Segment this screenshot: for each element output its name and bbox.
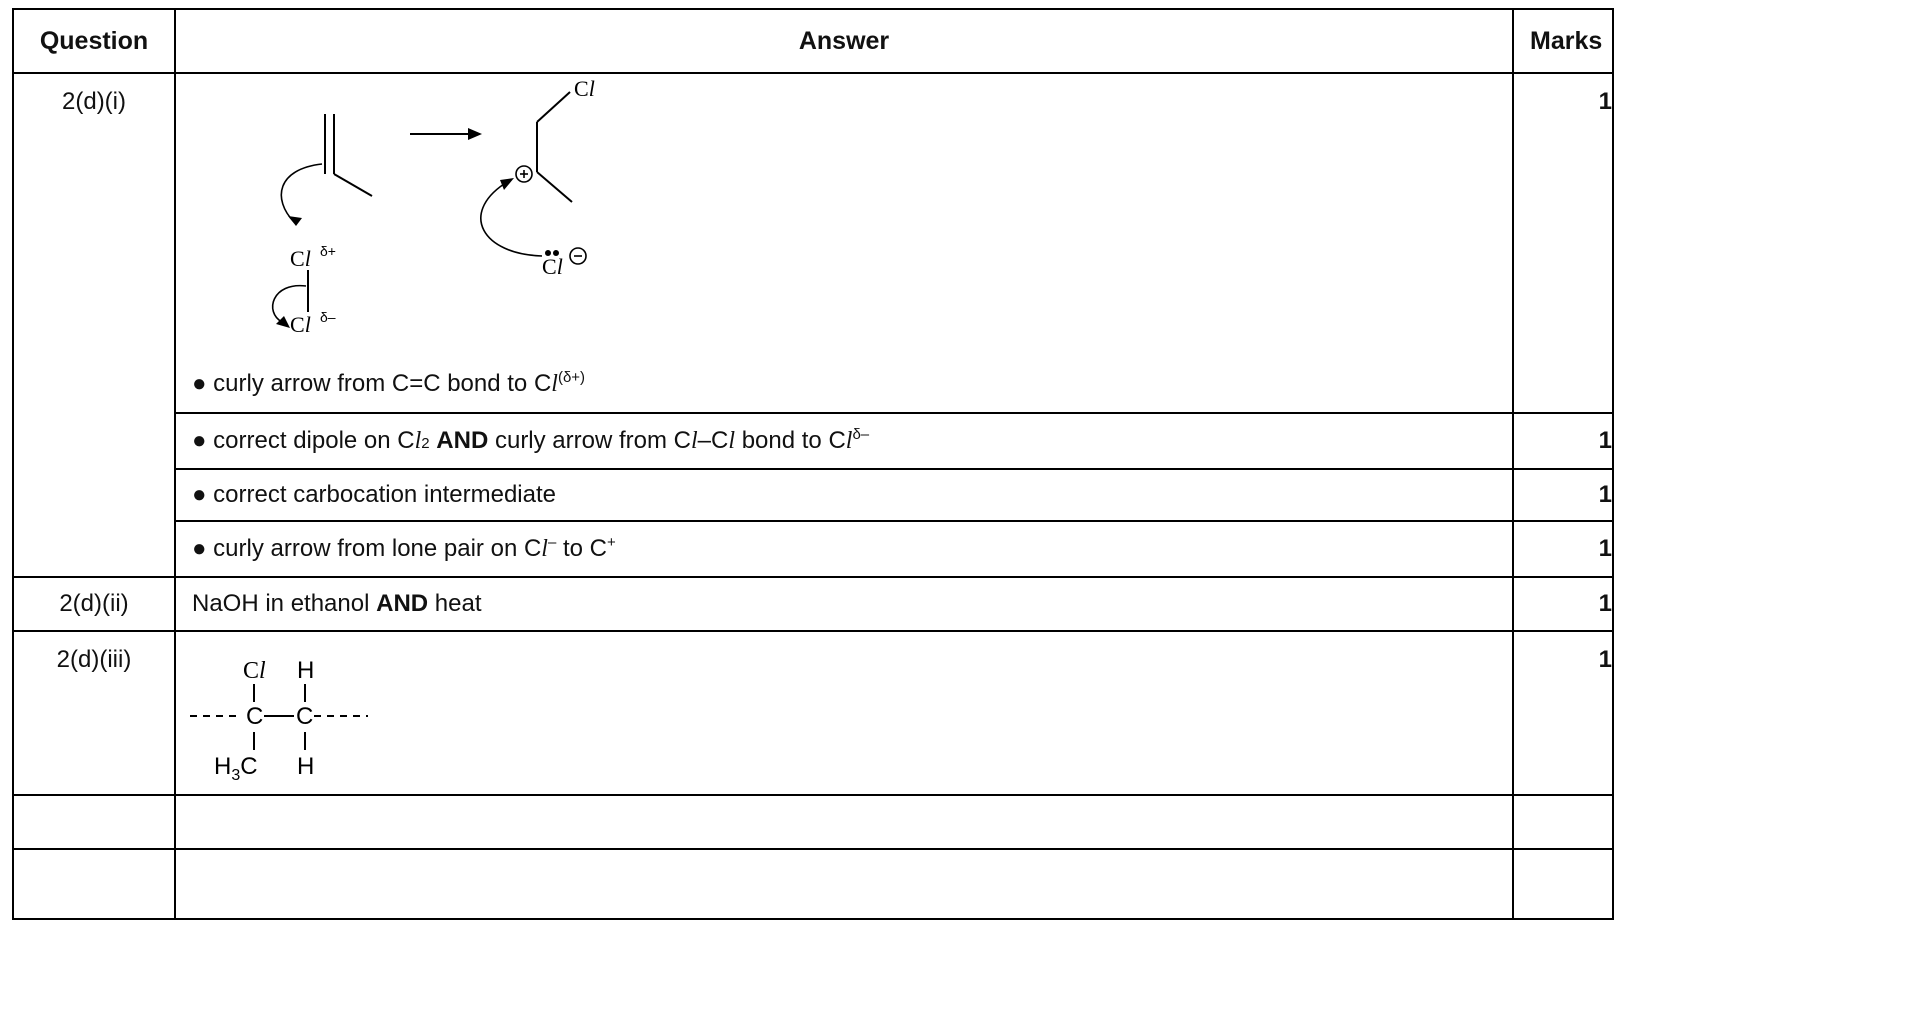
minus-charge-icon [569, 247, 587, 265]
header-row: Question Answer Marks [12, 8, 1614, 74]
dplus-label: δ+ [320, 243, 336, 259]
marks-cell: 1 [1512, 576, 1614, 632]
arrowhead-clcl-to-cl [276, 316, 290, 328]
cl-top-label: Cl [574, 76, 595, 101]
arrowhead-cc-to-cl [288, 216, 302, 226]
answer-header: Answer [174, 8, 1514, 74]
marks-cell [1512, 794, 1614, 850]
polymer-h-top: H [297, 657, 314, 684]
dminus-label: δ– [320, 309, 336, 325]
marks-cell: 1 [1512, 630, 1614, 796]
polymer-c1: C [246, 703, 263, 730]
table-row: ● correct dipole on Cl2 AND curly arrow … [13, 412, 1614, 470]
table-row [12, 794, 1614, 850]
answer-cell: ● curly arrow from lone pair on Cl– to C… [174, 520, 1514, 578]
alkene-structure [324, 114, 373, 197]
marks-cell [1512, 848, 1614, 920]
table-row: 2(d)(iii) Cl H C C H3C H 1 [12, 630, 1614, 796]
question-cell: 2(d)(i) [12, 72, 176, 578]
marking-point: ● correct carbocation intermediate [192, 481, 557, 508]
marks-cell: 1 [1512, 468, 1614, 522]
curly-arrow-cc-to-cl [280, 163, 323, 223]
marks-header: Marks [1512, 8, 1614, 74]
answer-cell: ● correct carbocation intermediate [174, 468, 1514, 522]
question-header: Question [12, 8, 176, 74]
question-cell [12, 848, 176, 920]
cl-dminus-label: Cl [290, 312, 311, 337]
polymer-repeat-unit: Cl H C C H3C H [190, 657, 368, 784]
marks-cell: 1 [1512, 520, 1614, 578]
carbocation-structure [536, 91, 573, 203]
answer-cell [174, 848, 1514, 920]
table-row [12, 848, 1614, 920]
marks-cell: 1 [1512, 72, 1614, 414]
marking-point: ● correct dipole on Cl2 AND curly arrow … [192, 426, 870, 454]
cl-dplus-label: Cl [290, 246, 311, 271]
plus-charge-icon [515, 165, 533, 183]
table-row: 2(d)(ii) NaOH in ethanol AND heat 1 [12, 576, 1614, 632]
polymer-h-bottom: H [297, 753, 314, 780]
cl-anion-label: Cl [542, 254, 563, 279]
polymer-c2: C [296, 703, 313, 730]
table-row: ● curly arrow from lone pair on Cl– to C… [13, 520, 1614, 578]
answer-cell: Cl H C C H3C H [174, 630, 1514, 796]
question-cell: 2(d)(iii) [12, 630, 176, 796]
answer-cell: ● correct dipole on Cl2 AND curly arrow … [174, 412, 1514, 470]
arrowhead-lonepair [500, 178, 514, 190]
question-cell [12, 794, 176, 850]
mark-scheme-table: Question Answer Marks 2(d)(i) Cl δ+ [12, 8, 1614, 920]
marking-point: ● curly arrow from C=C bond to Cl(δ+) [192, 369, 586, 397]
table-row: 2(d)(i) Cl δ+ Cl δ– [12, 72, 1614, 578]
question-cell: 2(d)(ii) [12, 576, 176, 632]
answer-cell [174, 794, 1514, 850]
polymer-ch3: H3C [214, 753, 258, 784]
marks-cell: 1 [1512, 412, 1614, 470]
marking-point: ● curly arrow from lone pair on Cl– to C… [192, 534, 616, 562]
answer-cell: NaOH in ethanol AND heat [174, 576, 1514, 632]
curly-arrow-lonepair-to-cplus [480, 183, 543, 257]
mechanism-diagram: Cl δ+ Cl δ– Cl [272, 76, 595, 337]
table-row: ● correct carbocation intermediate 1 [13, 468, 1614, 522]
polymer-cl-label: Cl [243, 658, 266, 684]
curly-arrow-clcl-to-cl [272, 284, 307, 323]
answer-cell: Cl δ+ Cl δ– Cl [174, 72, 1514, 414]
